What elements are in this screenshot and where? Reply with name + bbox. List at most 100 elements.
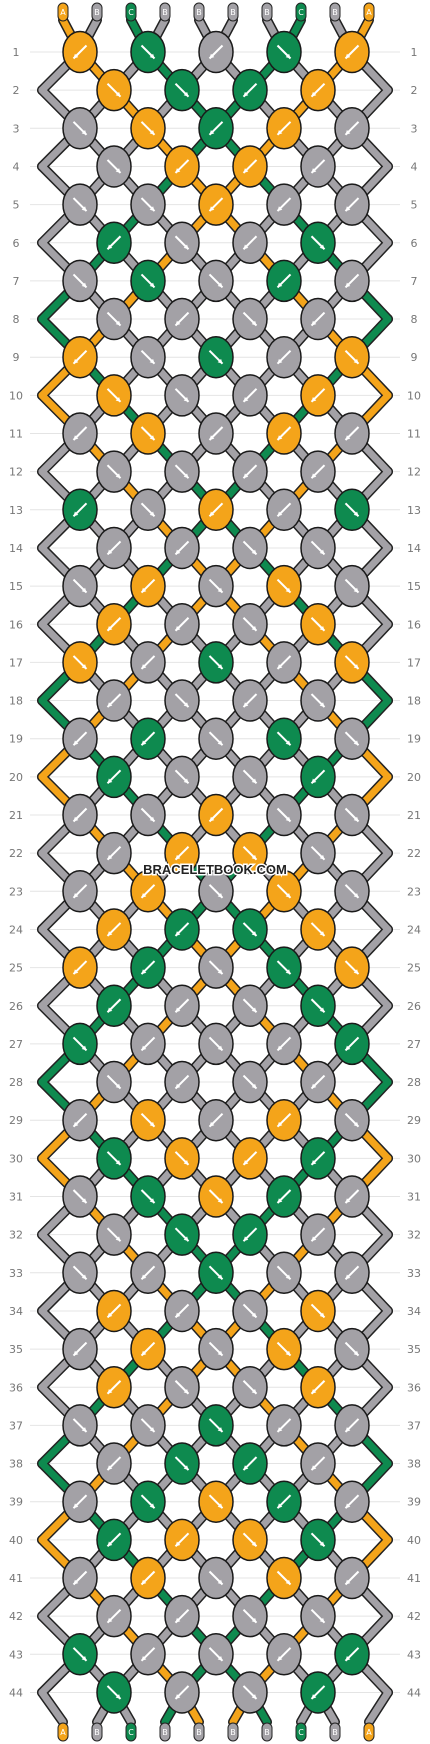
row-number-left: 44 [9,1686,23,1699]
knot-arrowhead-icon [149,1503,155,1509]
strand-bottom-letter: B [162,1728,168,1737]
row-number-right: 3 [411,122,418,135]
row-number-right: 7 [411,275,418,288]
knot-arrowhead-icon [149,358,155,364]
row-number-right: 1 [411,46,418,59]
knot-arrowhead-icon [107,1541,113,1547]
row-number-left: 5 [13,199,20,212]
row-number-left: 41 [9,1572,23,1585]
knot-arrowhead-icon [141,664,147,669]
knot-arrowhead-icon [209,53,215,59]
knot-arrowhead-icon [243,1160,249,1165]
knot-arrowhead-icon [183,1465,189,1471]
strand-bottom-tab [227,1722,239,1742]
knot-arrowhead-icon [115,1083,121,1089]
knot-arrowhead-icon [251,320,257,326]
row-number-left: 42 [9,1610,23,1623]
knot-arrowhead-icon [277,435,283,440]
knot-arrowhead-icon [345,1656,351,1661]
knot-arrowhead-icon [81,1427,87,1432]
knot-arrowhead-icon [149,435,155,440]
knot-arrowhead-icon [175,549,181,555]
row-number-right: 15 [407,580,421,593]
knot-arrowhead-icon [73,358,79,364]
strand-top-letter: B [332,8,338,17]
row-number-right: 19 [407,733,421,746]
row-number-right: 12 [407,466,421,479]
strand-bottom-tab [329,1722,341,1742]
knot-arrowhead-icon [353,511,359,517]
knot-arrowhead-icon [251,625,257,631]
row-number-left: 37 [9,1419,23,1432]
knot-arrowhead-icon [175,931,181,936]
row-number-left: 9 [13,351,20,364]
knot-arrowhead-icon [251,1617,257,1623]
knot-arrowhead-icon [209,206,215,212]
row-number-left: 6 [13,237,20,250]
knot-arrowhead-icon [217,282,223,288]
row-number-left: 7 [13,275,20,288]
strand-bottom-tab [261,1722,273,1742]
knot-arrowhead-icon [217,1198,223,1203]
knot-arrowhead-icon [149,1427,155,1432]
row-number-left: 10 [9,389,23,402]
knot-arrowhead-icon [115,473,121,479]
knot-arrowhead-icon [149,511,155,517]
knot-arrowhead-icon [107,625,113,631]
strand-top-tab [159,2,171,22]
knot-arrowhead-icon [217,1350,223,1356]
knot-arrowhead-icon [277,1503,283,1509]
strand-top-letter: B [162,8,168,17]
strand-top-tab [363,2,375,22]
knot-arrowhead-icon [311,1465,317,1471]
knot-arrowhead-icon [149,1121,155,1127]
strand-top-tab [193,2,205,22]
knot-arrowhead-icon [319,549,325,555]
knot-arrowhead-icon [183,397,189,402]
knot-arrowhead-icon [319,1312,325,1318]
strand-bottom-tab [363,1722,375,1742]
strand-bottom-letter: A [60,1728,66,1737]
knot-arrowhead-icon [345,435,351,440]
knot-arrowhead-icon [149,130,155,135]
row-number-right: 32 [407,1229,421,1242]
knot-arrowhead-icon [183,91,189,97]
knot-arrowhead-icon [149,816,155,822]
knot-arrowhead-icon [345,1579,351,1585]
row-number-right: 37 [407,1419,421,1432]
row-number-right: 27 [407,1038,421,1051]
knot-arrowhead-icon [73,740,79,746]
knot-arrowhead-icon [353,664,359,669]
knot-arrowhead-icon [311,1160,317,1165]
row-number-left: 38 [9,1458,23,1471]
row-number-right: 33 [407,1267,421,1280]
strand-top-tab [91,2,103,22]
knot-arrowhead-icon [141,893,147,898]
knot-arrowhead-icon [107,1617,113,1623]
knot-arrowhead-icon [311,1694,317,1699]
knot-arrowhead-icon [345,1045,351,1051]
strand-top-tab [227,2,239,22]
watermark-text: BRACELETBOOK.COM [143,862,287,877]
knot-arrowhead-icon [73,511,79,517]
knot-arrowhead-icon [209,435,215,440]
knot-arrowhead-icon [175,1617,181,1623]
knot-arrowhead-icon [345,1427,351,1432]
strand-top-letter: A [366,8,372,17]
row-number-right: 36 [407,1381,421,1394]
knot-arrowhead-icon [149,1198,155,1203]
knot-arrowhead-icon [311,168,317,173]
strand-segment [365,1688,392,1726]
strand-top-letter: B [94,8,100,17]
strand-top-tab [57,2,69,22]
row-number-left: 43 [9,1648,23,1661]
knot-arrowhead-icon [149,282,155,288]
knot-arrowhead-icon [319,244,325,250]
knot-arrowhead-icon [345,1198,351,1203]
row-number-left: 27 [9,1038,23,1051]
row-number-left: 12 [9,466,23,479]
knot-arrowhead-icon [311,1236,317,1242]
knot-arrowhead-icon [175,168,181,173]
knot-arrowhead-icon [107,244,113,250]
